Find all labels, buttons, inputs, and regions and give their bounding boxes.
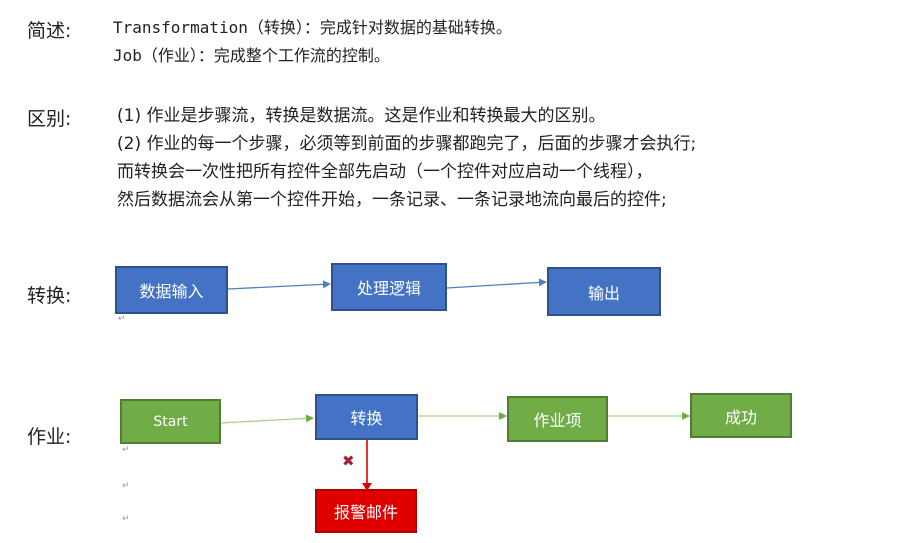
node-data-input[interactable]: 数据输入 <box>115 266 228 314</box>
arrow-transform-to-alert-head <box>362 483 372 491</box>
difference-line-2: (2) 作业的每一个步骤，必须等到前面的步骤都跑完了，后面的步骤才会执行; <box>117 134 697 154</box>
difference-line-3: 而转换会一次性把所有控件全部先启动（一个控件对应启动一个线程）， <box>117 162 653 182</box>
paragraph-return-icon: ↵ <box>122 481 130 491</box>
node-transform[interactable]: 转换 <box>315 394 418 440</box>
difference-line-4: 然后数据流会从第一个控件开始，一条记录、一条记录地流向最后的控件; <box>117 190 667 210</box>
node-processing-logic[interactable]: 处理逻辑 <box>331 263 447 311</box>
summary-line-transformation: Transformation（转换）：完成针对数据的基础转换。 <box>113 18 512 37</box>
node-job-item[interactable]: 作业项 <box>507 396 608 442</box>
paragraph-return-icon: ↵ <box>118 314 126 324</box>
node-output[interactable]: 输出 <box>547 267 661 316</box>
difference-line-1: (1) 作业是步骤流，转换是数据流。这是作业和转换最大的区别。 <box>117 106 606 126</box>
difference-label: 区别: <box>27 108 72 130</box>
job-flow-label: 作业: <box>27 426 72 448</box>
node-start[interactable]: Start <box>120 399 221 444</box>
node-success[interactable]: 成功 <box>690 393 792 438</box>
arrow-start-to-transform <box>220 414 314 424</box>
summary-line-job: Job（作业）：完成整个工作流的控制。 <box>113 46 390 65</box>
summary-label: 简述: <box>27 20 72 42</box>
arrow-input-to-logic <box>227 280 331 290</box>
paragraph-return-icon: ↵ <box>122 514 130 524</box>
node-alert-email[interactable]: 报警邮件 <box>315 489 417 533</box>
transform-flow-label: 转换: <box>27 285 72 307</box>
x-mark-icon: ✖ <box>342 452 355 470</box>
paragraph-return-icon: ↵ <box>122 445 130 455</box>
arrow-logic-to-output <box>446 278 547 289</box>
